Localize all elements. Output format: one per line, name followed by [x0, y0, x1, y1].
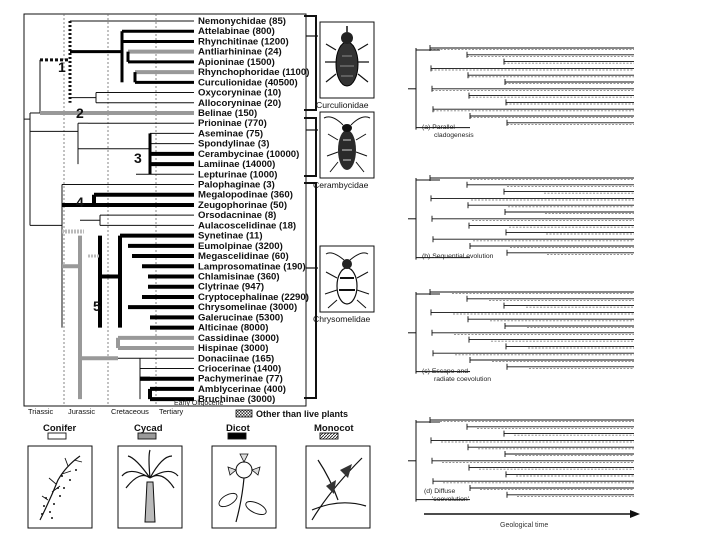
- plant-label-cycad: Cycad: [134, 423, 163, 434]
- taxon-label: Apioninae (1500): [198, 57, 275, 68]
- taxon-label: Curculionidae (40500): [198, 77, 298, 88]
- taxon-label-list: Nemonychidae (85)Attelabinae (800)Rhynch…: [198, 16, 309, 405]
- family-label-chrysomelidae: Chrysomelidae: [313, 314, 371, 324]
- taxon-label: Rhynchophoridae (1100): [198, 67, 309, 78]
- taxon-label: Lepturinae (1000): [198, 169, 277, 180]
- taxon-label: Megalopodinae (360): [198, 190, 293, 201]
- taxon-label: Pachymerinae (77): [198, 374, 283, 385]
- taxon-label: Amblycerinae (400): [198, 384, 286, 395]
- taxon-label: Rhynchitinae (1200): [198, 36, 289, 47]
- taxon-label: Allocoryninae (20): [198, 98, 281, 109]
- taxon-label: Eumolpinae (3200): [198, 241, 283, 252]
- panel-d-label-2: 'coevolution': [432, 496, 469, 503]
- taxon-label: Clytrinae (947): [198, 282, 264, 293]
- period-cretaceous: Cretaceous: [111, 407, 149, 416]
- period-tertiary: Tertiary: [159, 407, 184, 416]
- coevolution-scenarios: [408, 45, 634, 502]
- taxon-label: Alticinae (8000): [198, 323, 268, 334]
- taxon-label: Lamprosomatinae (190): [198, 261, 306, 272]
- family-label-curculionidae: Curculionidae: [316, 100, 369, 110]
- panel-a-label-1: (a) Parallel: [422, 124, 455, 131]
- taxon-label: Palophaginae (3): [198, 180, 275, 191]
- taxon-label: Nemonychidae (85): [198, 16, 286, 27]
- monocot-illustration: [305, 445, 371, 529]
- node-number-1: 1: [58, 59, 66, 75]
- taxon-label: Antliarhininae (24): [198, 47, 282, 58]
- period-jurassic: Jurassic: [68, 407, 95, 416]
- taxon-label: Chlamisinae (360): [198, 272, 280, 283]
- taxon-label: Attelabinae (800): [198, 26, 275, 37]
- taxon-label: Cryptocephalinae (2290): [198, 292, 309, 303]
- taxon-label: Cerambycinae (10000): [198, 149, 299, 160]
- taxon-label: Donaciinae (165): [198, 353, 274, 364]
- cerambycidae-illustration: [319, 111, 375, 179]
- taxon-label: Hispinae (3000): [198, 343, 268, 354]
- taxon-label: Prioninae (770): [198, 118, 267, 129]
- tree-frame: [23, 13, 307, 407]
- taxon-label: Lamiinae (14000): [198, 159, 275, 170]
- node-number-4: 4: [76, 194, 84, 210]
- curculionidae-illustration: [319, 21, 375, 99]
- bracket-curculionidae: [304, 15, 317, 111]
- plant-label-monocot: Monocot: [314, 423, 354, 434]
- chrysomelidae-illustration: [319, 245, 375, 313]
- dicot-illustration: [211, 445, 277, 529]
- taxon-label: Chrysomelinae (3000): [198, 302, 297, 313]
- panel-c-label-1: (c) Escape-and-: [422, 368, 470, 375]
- taxon-label: Aseminae (75): [198, 128, 263, 139]
- cycad-illustration: [117, 445, 183, 529]
- conifer-illustration: [27, 445, 93, 529]
- swatch-cycad: [137, 432, 157, 440]
- panel-d-label-1: (d) Diffuse: [424, 488, 455, 495]
- bracket-cerambycidae: [304, 117, 317, 177]
- bracket-chrysomelidae: [304, 182, 317, 399]
- node-number-3: 3: [134, 150, 142, 166]
- legend-label-other: Other than live plants: [256, 409, 348, 419]
- swatch-dicot: [227, 432, 247, 440]
- swatch-conifer: [47, 432, 67, 440]
- taxon-label: Oxycoryninae (10): [198, 88, 281, 99]
- taxon-label: Megascelidinae (60): [198, 251, 289, 262]
- taxon-label: Belinae (150): [198, 108, 257, 119]
- taxon-label: Bruchinae (3000): [198, 394, 275, 405]
- panel-c-label-2: radiate coevolution: [434, 376, 491, 383]
- period-triassic: Triassic: [28, 407, 53, 416]
- early-oligocene-label: Early Oligocene: [174, 400, 224, 407]
- taxon-label: Aulacoscelidinae (18): [198, 220, 296, 231]
- time-axis-label: Geological time: [500, 522, 548, 529]
- legend-swatch-other: [235, 409, 253, 418]
- plant-label-conifer: Conifer: [43, 423, 77, 434]
- node-number-2: 2: [76, 105, 84, 121]
- taxon-label: Cassidinae (3000): [198, 333, 279, 344]
- panel-a-label-2: cladogenesis: [434, 132, 474, 139]
- plant-label-dicot: Dicot: [226, 423, 251, 434]
- taxon-label: Criocerinae (1400): [198, 363, 281, 374]
- taxon-label: Orsodacninae (8): [198, 210, 276, 221]
- taxon-label: Spondylinae (3): [198, 139, 269, 150]
- taxon-label: Synetinae (11): [198, 231, 263, 242]
- taxon-label: Zeugophorinae (50): [198, 200, 287, 211]
- phylogeny-branches: [24, 20, 194, 402]
- time-axis-arrow: [630, 510, 640, 518]
- node-number-5: 5: [93, 298, 101, 314]
- taxon-label: Galerucinae (5300): [198, 312, 283, 323]
- family-label-cerambycidae: Cerambycidae: [313, 180, 369, 190]
- swatch-monocot: [319, 432, 339, 440]
- panel-b-label-1: (b) Sequential evolution: [422, 253, 494, 260]
